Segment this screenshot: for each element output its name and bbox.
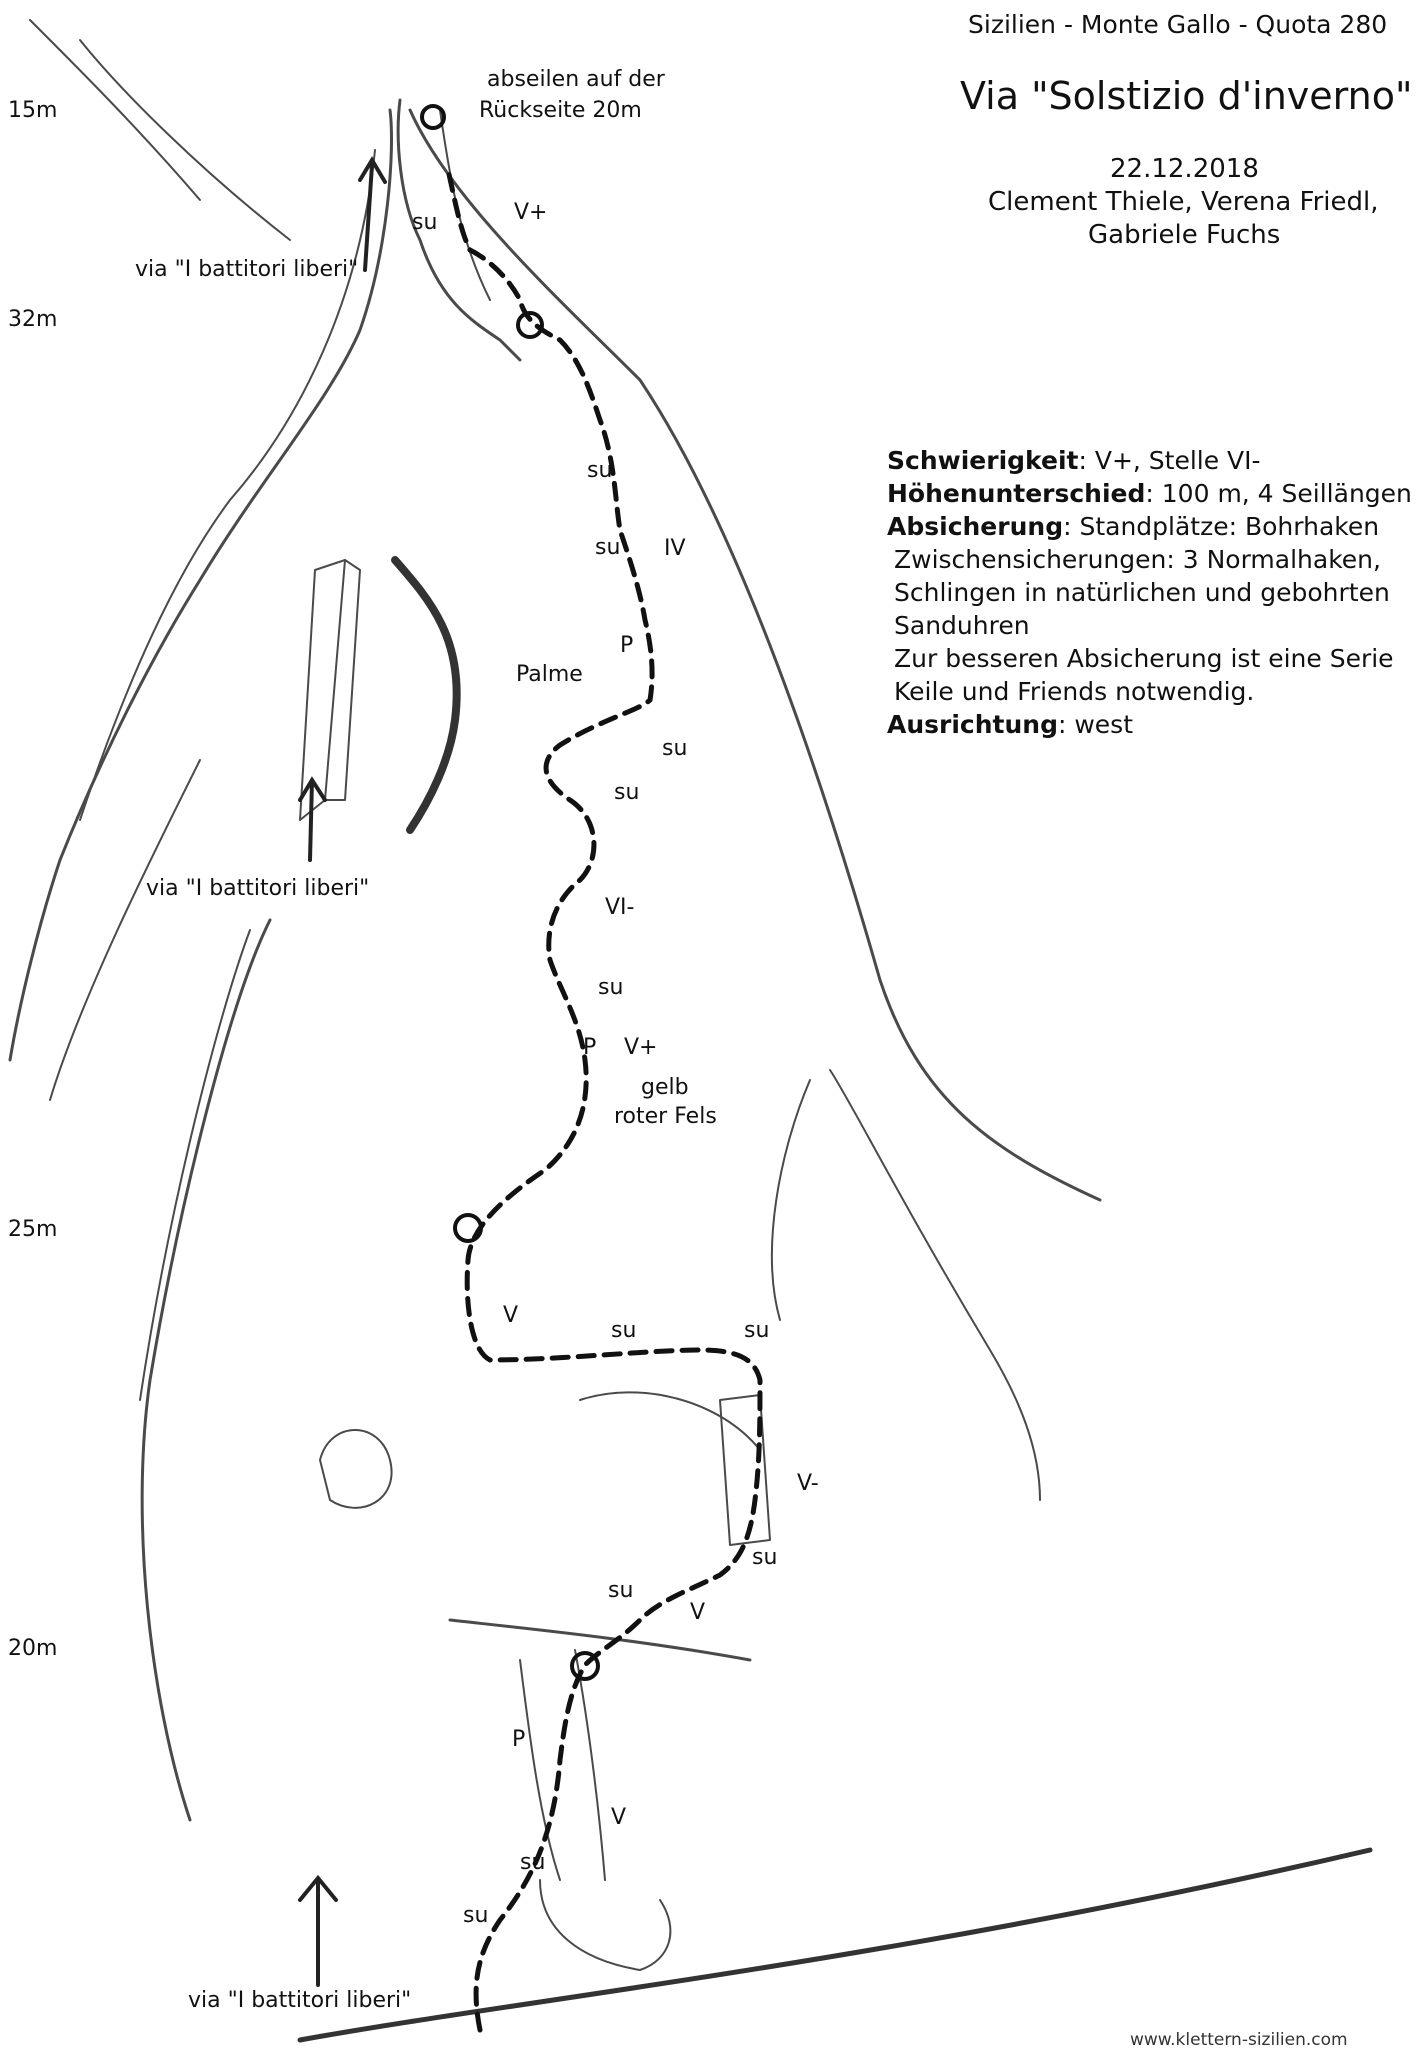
route-line xyxy=(448,170,760,2030)
abseil-note-2: Rückseite 20m xyxy=(479,98,642,123)
grade-ramp: V xyxy=(690,1600,705,1625)
right-tower xyxy=(830,1070,1040,1500)
ground-line xyxy=(300,1850,1370,2040)
left-pillar xyxy=(142,920,270,1820)
sling-mark: su xyxy=(662,736,687,761)
orientation-value: : west xyxy=(1058,710,1133,739)
rock-color-1: gelb xyxy=(641,1075,689,1100)
rock-color-2: roter Fels xyxy=(614,1104,717,1129)
grade-crux: VI- xyxy=(605,895,634,920)
route-title: Via "Solstizio d'inverno" xyxy=(960,74,1412,118)
difficulty-label: Schwierigkeit xyxy=(887,446,1078,475)
route-info: Schwierigkeit: V+, Stelle VI- Höhenunter… xyxy=(887,444,1412,741)
sling-mark: su xyxy=(520,1850,545,1875)
belay-station-1 xyxy=(572,1653,598,1679)
left-pillar-3 xyxy=(50,760,200,1100)
neighbour-route-label-bottom: via "I battitori liberi" xyxy=(188,1988,411,2013)
climb-date: 22.12.2018 xyxy=(1110,154,1259,184)
height-label: Höhenunterschied xyxy=(887,479,1145,508)
left-pillar-2 xyxy=(140,930,250,1400)
left-ridge xyxy=(80,40,290,240)
piton-mark: P xyxy=(583,1035,596,1060)
rock-outline-left xyxy=(10,110,391,1060)
protection-line-5: Zur besseren Absicherung ist eine Serie xyxy=(887,642,1412,675)
belay-station-2 xyxy=(455,1215,481,1241)
grade-corner: V- xyxy=(797,1471,819,1496)
height-value: : 100 m, 4 Seillängen xyxy=(1145,479,1411,508)
corner-V-minus xyxy=(720,1395,770,1545)
piton-mark: P xyxy=(620,633,633,658)
grade-traverse: V xyxy=(503,1303,518,1328)
pitch-length-2: 25m xyxy=(8,1217,57,1242)
sling-mark: su xyxy=(744,1318,769,1343)
climbers-line-1: Clement Thiele, Verena Friedl, xyxy=(988,187,1378,217)
tree-left xyxy=(320,1430,392,1508)
piton-mark: P xyxy=(512,1727,525,1752)
protection-line-2: Zwischensicherungen: 3 Normalhaken, xyxy=(887,543,1412,576)
grade-top: V+ xyxy=(514,200,547,225)
protection-value: : Standplätze: Bohrhaken xyxy=(1063,512,1379,541)
grade-yellow-rock: V+ xyxy=(624,1035,657,1060)
protection-label: Absicherung xyxy=(887,512,1063,541)
sling-mark: su xyxy=(752,1545,777,1570)
climbers-line-2: Gabriele Fuchs xyxy=(1088,220,1280,250)
protection-line-6: Keile und Friends notwendig. xyxy=(887,675,1412,708)
sling-mark: su xyxy=(412,210,437,235)
website-footer[interactable]: www.klettern-sizilien.com xyxy=(1130,2030,1348,2050)
difficulty-value: : V+, Stelle VI- xyxy=(1078,446,1260,475)
flake-upper xyxy=(300,560,345,820)
arrow-lower xyxy=(300,1878,336,1985)
sling-mark: su xyxy=(598,975,623,1000)
sling-mark: su xyxy=(608,1578,633,1603)
pitch-length-1: 20m xyxy=(8,1636,57,1661)
region-header: Sizilien - Monte Gallo - Quota 280 xyxy=(968,10,1387,39)
orientation-label: Ausrichtung xyxy=(887,710,1058,739)
grade-start: V xyxy=(611,1805,626,1830)
pitch-length-3: 32m xyxy=(8,307,57,332)
sling-mark: su xyxy=(611,1318,636,1343)
cave-shadow xyxy=(395,560,457,830)
dome xyxy=(580,1392,760,1450)
right-tower-2 xyxy=(772,1080,810,1320)
sling-mark: su xyxy=(587,458,612,483)
sling-mark: su xyxy=(595,535,620,560)
sling-mark: su xyxy=(463,1903,488,1928)
neighbour-route-label-middle: via "I battitori liberi" xyxy=(146,876,369,901)
start-pillar-2 xyxy=(575,1650,605,1880)
arrow-middle xyxy=(300,780,325,860)
protection-line-3: Schlingen in natürlichen und gebohrten xyxy=(887,576,1412,609)
abseil-note-1: abseilen auf der xyxy=(487,67,665,92)
boulder xyxy=(540,1880,670,1970)
summit-pillar-2 xyxy=(440,110,490,300)
neighbour-route-label-top: via "I battitori liberi" xyxy=(135,257,358,282)
protection-line-4: Sanduhren xyxy=(887,609,1412,642)
pitch-length-4: 15m xyxy=(8,98,57,123)
palm-label: Palme xyxy=(516,662,583,687)
grade-upper: IV xyxy=(664,536,686,561)
sling-mark: su xyxy=(614,780,639,805)
